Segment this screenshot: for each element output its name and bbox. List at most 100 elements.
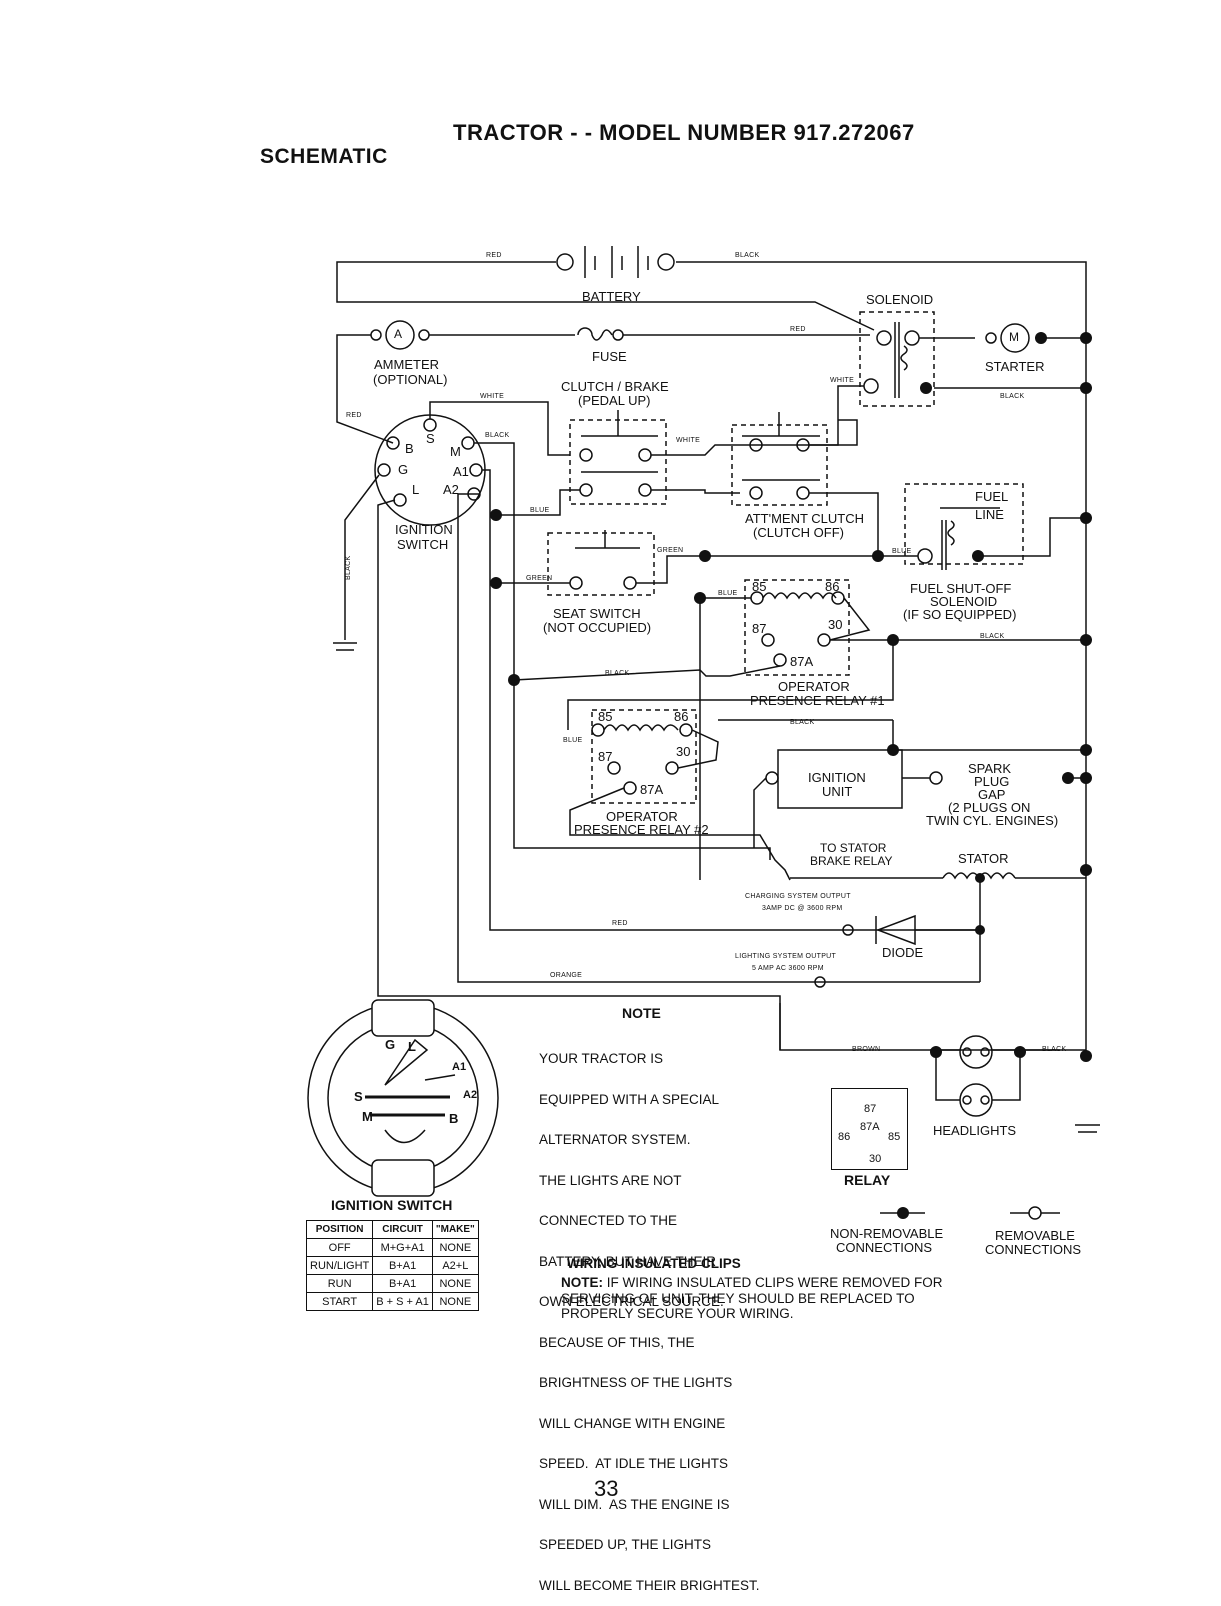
note-line: WILL CHANGE WITH ENGINE bbox=[539, 1415, 726, 1431]
wire-tag: RED bbox=[790, 326, 806, 333]
relay1-pin-87: 87 bbox=[752, 621, 767, 636]
table-cell: A2+L bbox=[431, 1256, 479, 1275]
note-line: YOUR TRACTOR IS bbox=[539, 1051, 664, 1066]
wire-tag: BLACK bbox=[605, 670, 630, 677]
relay1-label-1: OPERATOR bbox=[778, 679, 850, 694]
stator-label: STATOR bbox=[958, 851, 1009, 866]
lighting-output-label-2: 5 AMP AC 3600 RPM bbox=[752, 965, 824, 972]
switch-terminal-g: G bbox=[398, 462, 409, 477]
wire-tag: RED bbox=[486, 252, 502, 259]
table-cell: RUN bbox=[305, 1274, 374, 1293]
note-line: BECAUSE OF THIS, THE bbox=[539, 1334, 695, 1350]
wire-a1 bbox=[482, 469, 980, 931]
starter-label: STARTER bbox=[985, 359, 1045, 374]
relay1-pin-86: 86 bbox=[825, 579, 840, 594]
table-cell: B + S + A1 bbox=[372, 1292, 433, 1311]
non-removable-label-2: CONNECTIONS bbox=[836, 1240, 933, 1255]
ignition-switch-label-1: IGNITION bbox=[395, 522, 453, 537]
spark-plug-label-5: TWIN CYL. ENGINES) bbox=[926, 813, 1059, 828]
table-cell: START bbox=[305, 1292, 374, 1311]
note-line: CONNECTED TO THE bbox=[539, 1213, 678, 1228]
switch-terminal-a1: A1 bbox=[453, 464, 469, 479]
solenoid-box bbox=[859, 311, 935, 407]
wiring-note-line-2: SERVICING OF UNIT, THEY SHOULD BE REPLAC… bbox=[561, 1291, 915, 1306]
wire-tag: BLACK bbox=[980, 633, 1005, 640]
table-row: START B + S + A1 NONE bbox=[305, 1292, 479, 1311]
switch-terminal-a2: A2 bbox=[443, 482, 459, 497]
ignition-unit-label-2: UNIT bbox=[822, 784, 853, 799]
note-line: BRIGHTNESS OF THE LIGHTS bbox=[539, 1375, 733, 1390]
wire-tag: BLUE bbox=[563, 737, 583, 744]
table-cell: OFF bbox=[305, 1238, 374, 1257]
wire-tag: ORANGE bbox=[550, 972, 583, 979]
battery-label: BATTERY bbox=[582, 289, 641, 304]
relay-legend-87a: 87A bbox=[860, 1121, 880, 1133]
switch-face-b: B bbox=[449, 1111, 459, 1126]
fuel-shutoff-label-3: (IF SO EQUIPPED) bbox=[903, 607, 1017, 622]
wire-ammeter-left bbox=[336, 334, 394, 444]
wire-tag: BLACK bbox=[485, 432, 510, 439]
headlight-1 bbox=[959, 1035, 993, 1069]
relay-legend-86: 86 bbox=[838, 1131, 851, 1143]
wire-ground-g bbox=[344, 474, 380, 640]
starter-symbol: M bbox=[1009, 330, 1019, 344]
relay-legend-87: 87 bbox=[864, 1103, 877, 1115]
wire-tag: BLACK bbox=[735, 252, 760, 259]
wire-blue-1 bbox=[496, 489, 580, 516]
wire-tag: WHITE bbox=[480, 393, 505, 400]
fuel-label: FUEL bbox=[975, 489, 1009, 504]
to-stator-label-2: BRAKE RELAY bbox=[810, 854, 893, 868]
relay1-pin-30: 30 bbox=[828, 617, 843, 632]
note-line: ALTERNATOR SYSTEM. bbox=[539, 1132, 691, 1147]
wire-green-1 bbox=[636, 555, 705, 584]
wire-tag: BLUE bbox=[892, 548, 912, 555]
table-cell: NONE bbox=[431, 1274, 479, 1293]
wire-l bbox=[377, 499, 1060, 1051]
solenoid-label: SOLENOID bbox=[866, 292, 934, 307]
relay2-pin-86: 86 bbox=[674, 709, 689, 724]
note-line: SPEED. AT IDLE THE LIGHTS bbox=[539, 1456, 729, 1471]
battery-terminal-positive bbox=[556, 253, 574, 271]
ignition-switch-table-title: IGNITION SWITCH bbox=[331, 1197, 453, 1213]
relay2-pin-87: 87 bbox=[598, 749, 613, 764]
table-row: OFF M+G+A1 NONE bbox=[305, 1238, 479, 1257]
charging-output-label-1: CHARGING SYSTEM OUTPUT bbox=[745, 893, 851, 900]
note-line: WILL BECOME THEIR BRIGHTEST. bbox=[539, 1577, 760, 1593]
fuel-shutoff-box bbox=[904, 483, 1024, 565]
clutch-brake-sublabel: (PEDAL UP) bbox=[578, 393, 651, 408]
table-cell: M+G+A1 bbox=[372, 1238, 433, 1257]
spark-plug-label-3: GAP bbox=[978, 787, 1006, 802]
table-row: RUN/LIGHT B+A1 A2+L bbox=[305, 1256, 479, 1275]
wire-tag: GREEN bbox=[526, 575, 553, 582]
relay1-pin-87a: 87A bbox=[790, 654, 814, 669]
note-line: THE LIGHTS ARE NOT bbox=[539, 1172, 682, 1188]
ignition-unit-label-1: IGNITION bbox=[808, 770, 866, 785]
relay-legend-label: RELAY bbox=[844, 1172, 891, 1188]
wire-tag: BLACK bbox=[345, 555, 352, 580]
wire-tag: RED bbox=[612, 920, 628, 927]
page-title: TRACTOR - - MODEL NUMBER 917.272067 bbox=[453, 120, 915, 145]
wire-black-m bbox=[474, 442, 515, 680]
wire-a2 bbox=[457, 493, 980, 983]
starter-motor-circle bbox=[1000, 323, 1030, 353]
wire-white-to-clutch bbox=[429, 401, 570, 456]
fuel-shutoff-label: FUEL SHUT-OFF bbox=[910, 581, 1012, 596]
headlights-label: HEADLIGHTS bbox=[933, 1123, 1017, 1138]
wiring-note-line-3: PROPERLY SECURE YOUR WIRING. bbox=[561, 1306, 794, 1321]
relay1-pin-85: 85 bbox=[752, 579, 767, 594]
relay1-label-2: PRESENCE RELAY #1 bbox=[750, 693, 885, 708]
note-line: BATTERY, BUT HAVE THEIR bbox=[539, 1253, 717, 1269]
relay-legend-box bbox=[831, 1088, 908, 1170]
table-header-cell: "MAKE" bbox=[431, 1220, 479, 1239]
switch-terminal-m: M bbox=[450, 444, 461, 459]
wiring-note-title: WIRING INSULATED CLIPS bbox=[567, 1256, 741, 1271]
switch-terminal-b: B bbox=[405, 441, 414, 456]
charging-output-label-2: 3AMP DC @ 3600 RPM bbox=[762, 905, 843, 912]
fuse-label: FUSE bbox=[592, 349, 627, 364]
wire-tag: WHITE bbox=[676, 437, 701, 444]
wire-tag: GREEN bbox=[657, 547, 684, 554]
removable-label-2: CONNECTIONS bbox=[985, 1242, 1082, 1257]
ammeter-symbol-circle bbox=[385, 320, 415, 350]
ammeter-optional-label: (OPTIONAL) bbox=[373, 372, 448, 387]
